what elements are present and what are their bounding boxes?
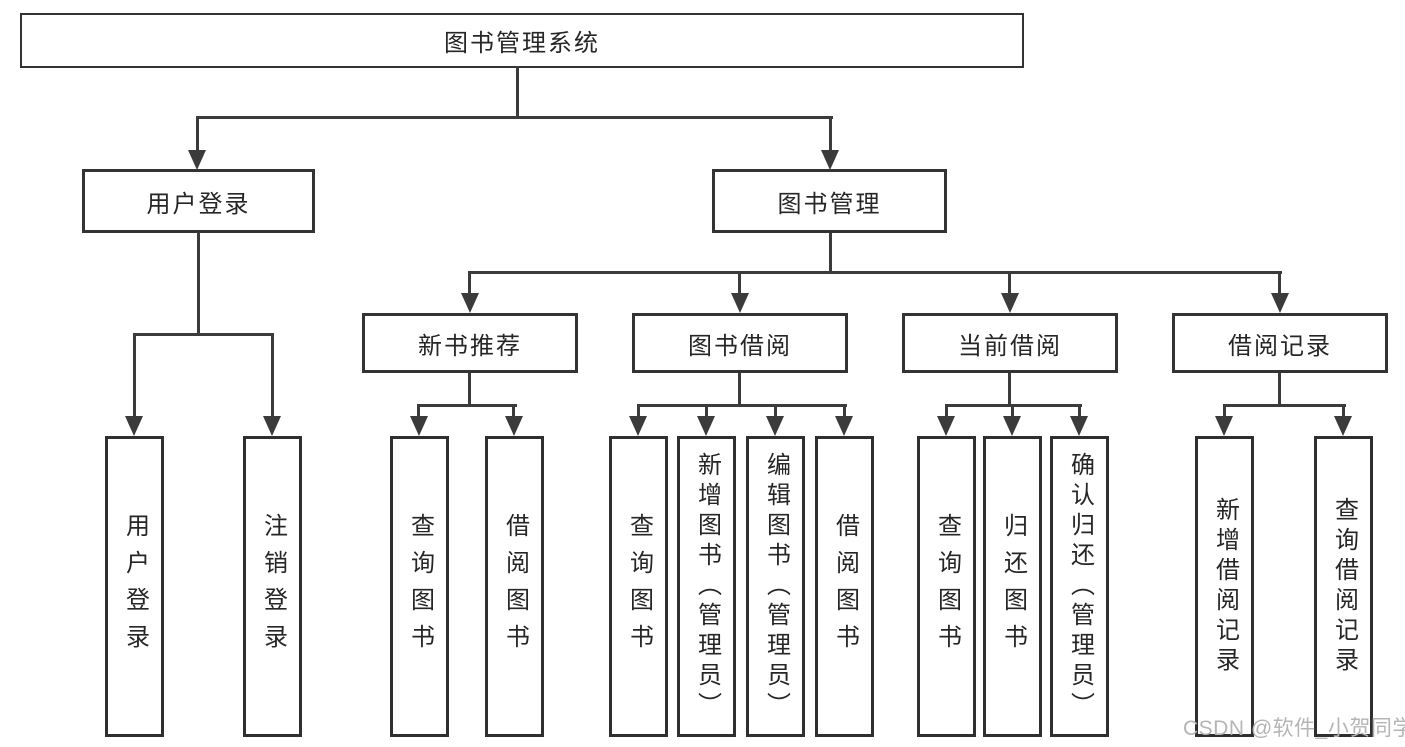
leaf-logout-label: 注销登录 (259, 512, 287, 661)
leaf-recommend-borrow-books: 借阅图书 (485, 436, 544, 737)
arrowhead-icon (263, 416, 281, 436)
arrowhead-icon (766, 416, 784, 436)
node-borrow-records-label: 借阅记录 (1228, 332, 1332, 360)
leaf-current-confirm-return-admin: 确认归还（管理员） (1050, 436, 1109, 737)
leaf-borrow-add-books-admin-label: 新增图书（管理员） (693, 451, 721, 722)
connector-line (197, 232, 200, 335)
connector-line (843, 404, 846, 418)
arrowhead-icon (188, 150, 206, 170)
connector-line (1008, 373, 1011, 407)
leaf-current-query-books-label: 查询图书 (933, 512, 961, 661)
connector-line (1342, 404, 1345, 418)
connector-line (1011, 404, 1014, 418)
leaf-current-return-books-label: 归还图书 (999, 512, 1027, 661)
connector-line (1223, 404, 1346, 407)
node-current-borrow: 当前借阅 (902, 313, 1118, 373)
connector-line (637, 404, 847, 407)
leaf-recommend-query-books-label: 查询图书 (406, 512, 434, 661)
connector-line (637, 404, 640, 418)
connector-line (1008, 271, 1011, 295)
leaf-borrow-query-books: 查询图书 (609, 436, 668, 737)
node-new-book-recommend-label: 新书推荐 (418, 332, 522, 360)
connector-line (738, 373, 741, 407)
connector-line (417, 404, 420, 418)
connector-line (469, 271, 1282, 274)
leaf-logout: 注销登录 (243, 436, 302, 737)
leaf-recommend-query-books: 查询图书 (390, 436, 449, 737)
connector-line (774, 404, 777, 418)
arrowhead-icon (835, 416, 853, 436)
leaf-borrow-add-books-admin: 新增图书（管理员） (677, 436, 736, 737)
leaf-recommend-borrow-books-label: 借阅图书 (501, 512, 529, 661)
node-book-management-label: 图书管理 (777, 190, 882, 218)
leaf-records-add-record: 新增借阅记录 (1195, 436, 1254, 737)
connector-line (468, 271, 471, 295)
node-current-borrow-label: 当前借阅 (958, 332, 1062, 360)
arrowhead-icon (629, 416, 647, 436)
connector-line (829, 116, 832, 154)
node-new-book-recommend: 新书推荐 (362, 313, 578, 373)
connector-line (705, 404, 708, 418)
connector-line (271, 333, 274, 418)
connector-line (196, 116, 833, 119)
leaf-records-add-record-label: 新增借阅记录 (1211, 496, 1239, 677)
arrowhead-icon (1070, 416, 1088, 436)
arrowhead-icon (1271, 293, 1289, 313)
leaf-records-query-record-label: 查询借阅记录 (1330, 496, 1358, 677)
leaf-user-login-label: 用户登录 (121, 512, 149, 661)
leaf-borrow-query-books-label: 查询图书 (625, 512, 653, 661)
connector-line (196, 116, 199, 154)
leaf-borrow-edit-books-admin-label: 编辑图书（管理员） (762, 451, 790, 722)
arrowhead-icon (937, 416, 955, 436)
arrowhead-icon (821, 150, 839, 170)
node-book-borrow-label: 图书借阅 (688, 332, 792, 360)
connector-line (1078, 404, 1081, 418)
node-root: 图书管理系统 (20, 13, 1024, 68)
arrowhead-icon (410, 416, 428, 436)
connector-line (468, 373, 471, 407)
connector-line (738, 271, 741, 295)
node-user-login: 用户登录 (82, 169, 315, 233)
leaf-user-login: 用户登录 (105, 436, 164, 737)
connector-line (1278, 373, 1281, 407)
leaf-borrow-borrow-books: 借阅图书 (815, 436, 874, 737)
csdn-watermark: CSDN @软件_小贺同学 (1183, 717, 1405, 740)
arrowhead-icon (461, 293, 479, 313)
leaf-current-query-books: 查询图书 (917, 436, 976, 737)
connector-line (516, 66, 519, 118)
connector-line (417, 404, 517, 407)
connector-line (945, 404, 948, 418)
connector-line (133, 333, 136, 418)
arrowhead-icon (1215, 416, 1233, 436)
connector-line (512, 404, 515, 418)
arrowhead-icon (731, 293, 749, 313)
node-book-management: 图书管理 (712, 169, 947, 233)
connector-line (1223, 404, 1226, 418)
leaf-current-confirm-return-admin-label: 确认归还（管理员） (1066, 451, 1094, 722)
connector-line (1278, 271, 1281, 295)
arrowhead-icon (697, 416, 715, 436)
connector-line (829, 233, 832, 273)
node-book-borrow: 图书借阅 (632, 313, 848, 373)
arrowhead-icon (1334, 416, 1352, 436)
leaf-records-query-record: 查询借阅记录 (1314, 436, 1373, 737)
leaf-borrow-borrow-books-label: 借阅图书 (831, 512, 859, 661)
node-root-label: 图书管理系统 (444, 30, 600, 57)
arrowhead-icon (1001, 293, 1019, 313)
arrowhead-icon (505, 416, 523, 436)
arrowhead-icon (125, 416, 143, 436)
node-user-login-label: 用户登录 (146, 190, 251, 218)
leaf-current-return-books: 归还图书 (983, 436, 1042, 737)
arrowhead-icon (1003, 416, 1021, 436)
node-borrow-records: 借阅记录 (1172, 313, 1388, 373)
leaf-borrow-edit-books-admin: 编辑图书（管理员） (746, 436, 805, 737)
connector-line (133, 333, 274, 336)
